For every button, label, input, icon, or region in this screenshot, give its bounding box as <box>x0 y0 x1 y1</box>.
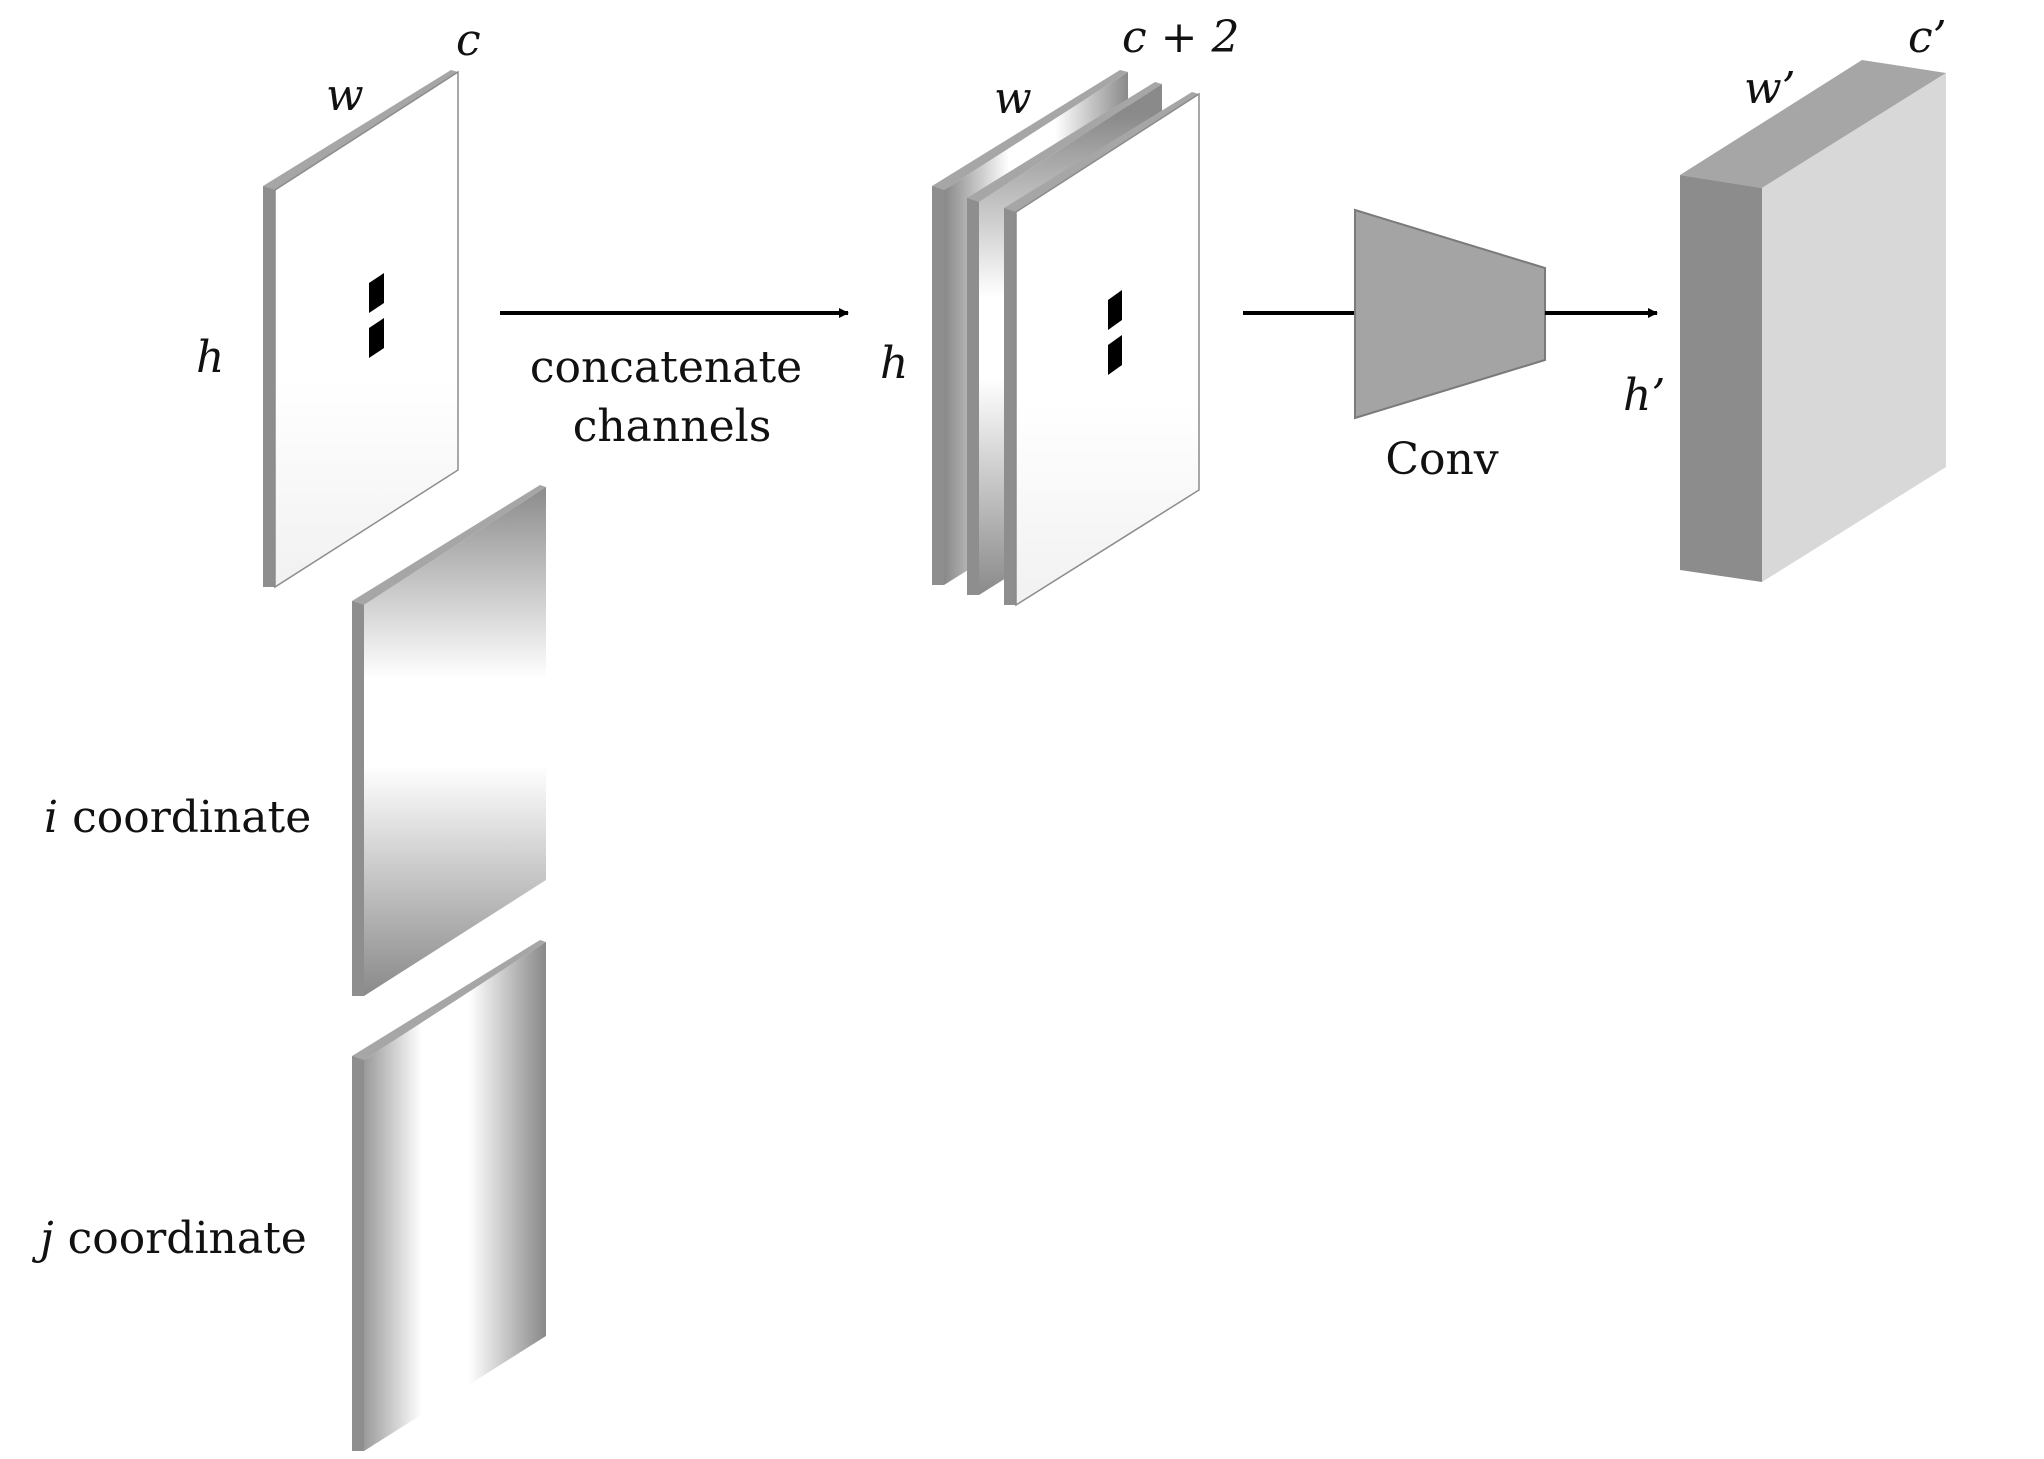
input-c-label: c <box>456 15 481 66</box>
i-plane-edge <box>352 601 364 996</box>
stack-back-top-edge <box>932 70 1128 190</box>
conv-block <box>1354 208 1546 420</box>
output-block-front <box>1680 175 1762 582</box>
concatenated-stack <box>932 70 1200 607</box>
input-feature-map <box>263 70 459 589</box>
input-plane-top-edge <box>263 70 458 190</box>
j-plane-top-edge <box>352 940 546 1060</box>
output-w-label: w’ <box>1744 63 1796 114</box>
concatenate-label-line2: channels <box>573 401 772 452</box>
concatenate-label-line1: concatenate <box>530 342 802 393</box>
output-feature-block <box>1680 60 1946 582</box>
j-plane-edge <box>352 1056 364 1451</box>
stack-pixel-mark-bottom <box>1108 335 1122 375</box>
j-plane-face <box>364 942 546 1451</box>
stack-w-label: w <box>994 73 1032 124</box>
j-letter: j <box>31 1213 54 1264</box>
j-coordinate-plane <box>352 940 546 1451</box>
j-coordinate-word: coordinate <box>54 1213 307 1264</box>
input-h-label: h <box>196 332 224 383</box>
stack-front-top-edge <box>1004 92 1199 212</box>
stack-back-edge <box>932 186 944 585</box>
stack-h-label: h <box>880 338 908 389</box>
conv-label: Conv <box>1385 434 1498 485</box>
i-coordinate-label: i coordinate <box>44 792 311 843</box>
j-coordinate-label: j coordinate <box>31 1213 307 1264</box>
input-w-label: w <box>326 70 364 121</box>
stack-middle-top-edge <box>967 82 1162 202</box>
output-block-side <box>1762 73 1946 582</box>
output-c-label: c’ <box>1908 12 1947 63</box>
stack-middle-edge <box>967 198 979 595</box>
i-coordinate-word: coordinate <box>58 792 311 843</box>
i-plane-top-edge <box>352 485 546 605</box>
input-pixel-mark-bottom <box>369 318 384 358</box>
i-plane-face <box>364 487 546 996</box>
input-plane-edge <box>263 186 275 587</box>
i-letter: i <box>44 792 58 843</box>
stack-pixel-mark-top <box>1108 290 1122 330</box>
output-block-top <box>1680 60 1946 188</box>
input-pixel-mark-top <box>369 273 384 313</box>
stack-c-label: c + 2 <box>1122 12 1239 63</box>
stack-front-edge <box>1004 208 1016 605</box>
i-coordinate-plane <box>352 485 546 996</box>
stack-front-face <box>1015 92 1200 607</box>
input-plane-face <box>274 70 459 589</box>
output-h-label: h’ <box>1623 370 1665 421</box>
